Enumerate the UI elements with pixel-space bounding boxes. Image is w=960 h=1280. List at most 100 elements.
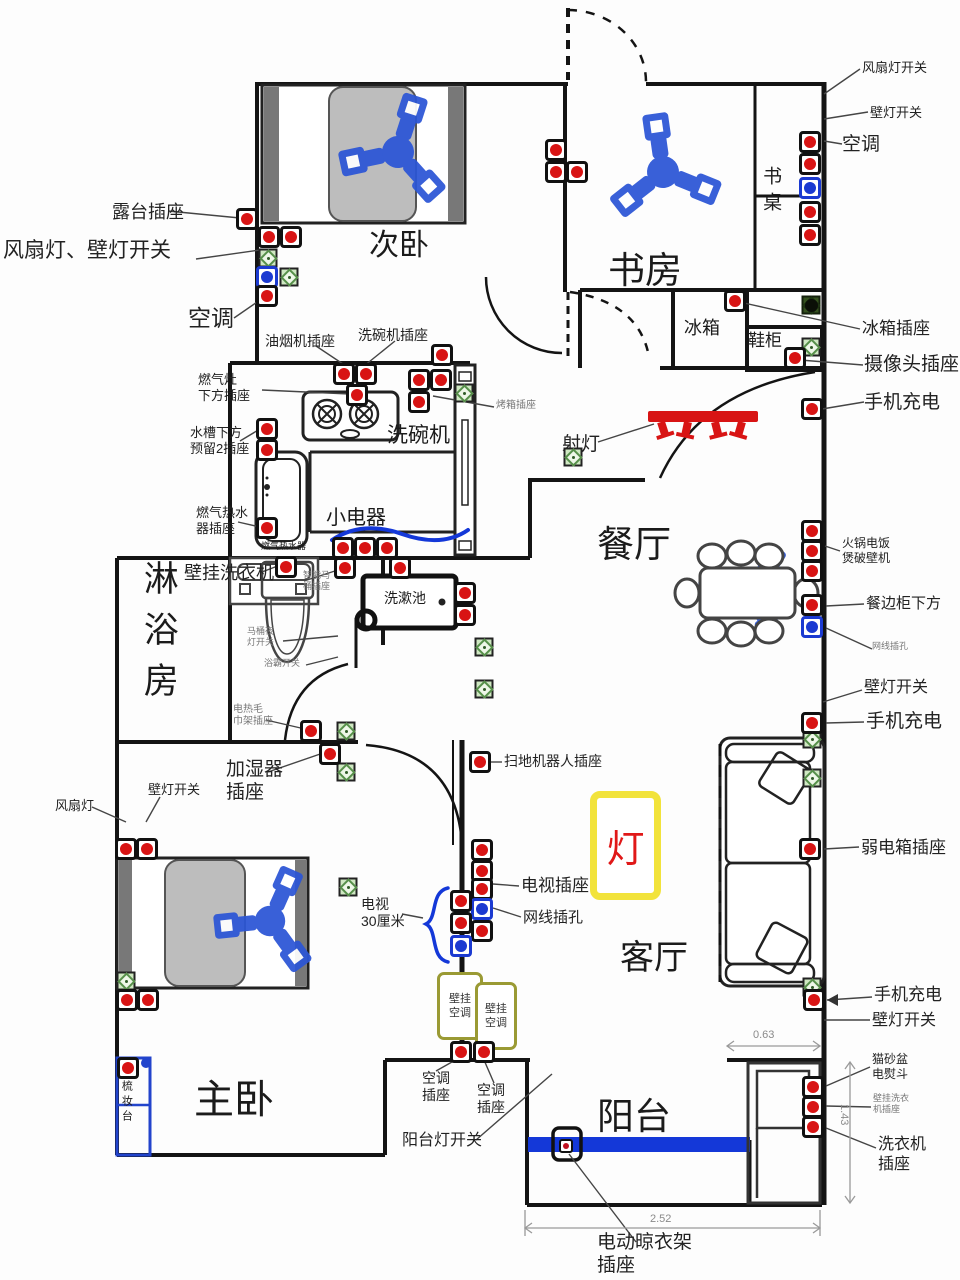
label-sideboard-socket: 餐边柜下方 xyxy=(866,595,942,612)
socket-red xyxy=(376,537,398,559)
furniture-dishwasher: 洗碗机 xyxy=(387,424,450,447)
socket-red xyxy=(389,557,411,579)
switch-green xyxy=(474,679,494,699)
spotlight-track xyxy=(648,411,758,440)
socket-red xyxy=(801,520,823,542)
label-phone-charge-dining: 手机充电 xyxy=(866,711,943,732)
socket-red xyxy=(801,560,823,582)
socket-red xyxy=(471,920,493,942)
furniture-desk: 书桌 xyxy=(760,166,782,218)
label-smart-toilet-socket: 智能马 桶插座 xyxy=(303,570,331,591)
socket-red xyxy=(545,139,567,161)
socket-network-blue xyxy=(471,898,493,920)
dimension-lines xyxy=(523,1040,856,1236)
socket-red xyxy=(471,878,493,900)
label-ac-study: 空调 xyxy=(842,134,881,155)
socket-red xyxy=(431,344,453,366)
socket-red xyxy=(799,201,821,223)
label-balcony-light-switch: 阳台灯开关 xyxy=(402,1132,483,1149)
small-appliance-underline xyxy=(330,526,470,543)
label-ac-socket-2: 空调 插座 xyxy=(477,1082,505,1116)
socket-red xyxy=(450,890,472,912)
socket-red xyxy=(450,1041,472,1063)
label-wall-washer: 壁挂洗衣机 xyxy=(184,563,274,583)
label-hood-socket: 油烟机插座 xyxy=(265,333,335,349)
socket-red xyxy=(799,153,821,175)
switch-green xyxy=(454,383,474,403)
label-bath-heater-switch: 浴霸开关 xyxy=(264,658,301,668)
label-wall-lamp-switch-dining: 壁灯开关 xyxy=(864,679,929,696)
socket-red xyxy=(801,712,823,734)
drying-rack xyxy=(528,1126,750,1162)
socket-red xyxy=(784,347,806,369)
socket-red xyxy=(408,369,430,391)
bed-master xyxy=(115,856,310,990)
socket-network-blue xyxy=(799,177,821,199)
tv-distance-brace xyxy=(422,886,450,964)
socket-red xyxy=(319,743,341,765)
label-cat-litter-iron: 猫砂盆 电熨斗 xyxy=(872,1052,909,1081)
furniture-wash-basin: 洗漱池 xyxy=(384,590,426,606)
label-washer-socket-balcony: 洗衣机 插座 xyxy=(878,1136,927,1173)
socket-red xyxy=(334,557,356,579)
leader-arrowhead xyxy=(827,994,838,1006)
socket-red xyxy=(471,839,493,861)
lamp-note-box: 灯 xyxy=(590,791,661,900)
socket-red xyxy=(799,131,821,153)
switch-green xyxy=(336,721,356,741)
label-fan-switch-study: 风扇灯开关 xyxy=(862,60,928,75)
label-phone-charge-entry: 手机充电 xyxy=(864,392,941,413)
socket-red xyxy=(802,1096,824,1118)
label-net-jack-dining: 网线插孔 xyxy=(872,641,909,651)
socket-red xyxy=(801,594,823,616)
label-wall-lamp-switch-master: 壁灯开关 xyxy=(148,782,201,797)
socket-red xyxy=(473,1041,495,1063)
label-fan-lamp-master: 风扇灯 xyxy=(55,798,95,813)
label-tv-socket: 电视插座 xyxy=(521,876,589,895)
room-master-bedroom: 主卧 xyxy=(194,1078,274,1122)
bathroom-fixtures xyxy=(228,556,459,664)
socket-mini xyxy=(559,1139,573,1153)
label-stove-socket: 燃气灶 下方插座 xyxy=(198,372,251,403)
socket-red xyxy=(566,161,588,183)
label-vacuum-robot-socket: 扫地机器人插座 xyxy=(504,753,602,769)
socket-red xyxy=(280,226,302,248)
socket-red xyxy=(137,989,159,1011)
socket-red xyxy=(275,556,297,578)
socket-red xyxy=(454,582,476,604)
switch-green xyxy=(116,971,136,991)
socket-red xyxy=(802,1076,824,1098)
socket-red xyxy=(355,363,377,385)
socket-red xyxy=(136,838,158,860)
socket-red xyxy=(256,418,278,440)
label-weak-current-box-socket: 弱电箱插座 xyxy=(861,838,946,857)
socket-red xyxy=(354,537,376,559)
label-wall-lamp-switch-study: 壁灯开关 xyxy=(870,105,923,120)
socket-red xyxy=(799,224,821,246)
socket-red xyxy=(724,290,746,312)
switch-fan-dark xyxy=(801,295,821,315)
kitchen-fixtures xyxy=(254,363,477,557)
wall-ac-unit-box: 壁挂 空调 xyxy=(475,982,517,1050)
furniture-shoe-cabinet: 鞋柜 xyxy=(748,331,782,350)
socket-red xyxy=(333,363,355,385)
label-oven-socket: 烤箱插座 xyxy=(496,400,536,411)
socket-red xyxy=(332,537,354,559)
socket-red xyxy=(256,439,278,461)
sofa xyxy=(718,736,826,988)
socket-red xyxy=(236,208,258,230)
switch-green xyxy=(474,637,494,657)
label-ac-socket-1: 空调 插座 xyxy=(422,1070,450,1104)
label-net-jack-tv: 网线插孔 xyxy=(523,909,584,926)
furniture-gas-heater: 燃气热水器 xyxy=(261,541,307,551)
room-dining: 餐厅 xyxy=(597,524,671,565)
socket-red xyxy=(346,384,368,406)
dim-143: 1.43 xyxy=(838,1104,850,1126)
socket-red xyxy=(116,989,138,1011)
switch-green xyxy=(258,248,278,268)
socket-network-blue xyxy=(801,616,823,638)
socket-red xyxy=(256,285,278,307)
label-dishwasher-socket: 洗碗机插座 xyxy=(358,327,428,343)
